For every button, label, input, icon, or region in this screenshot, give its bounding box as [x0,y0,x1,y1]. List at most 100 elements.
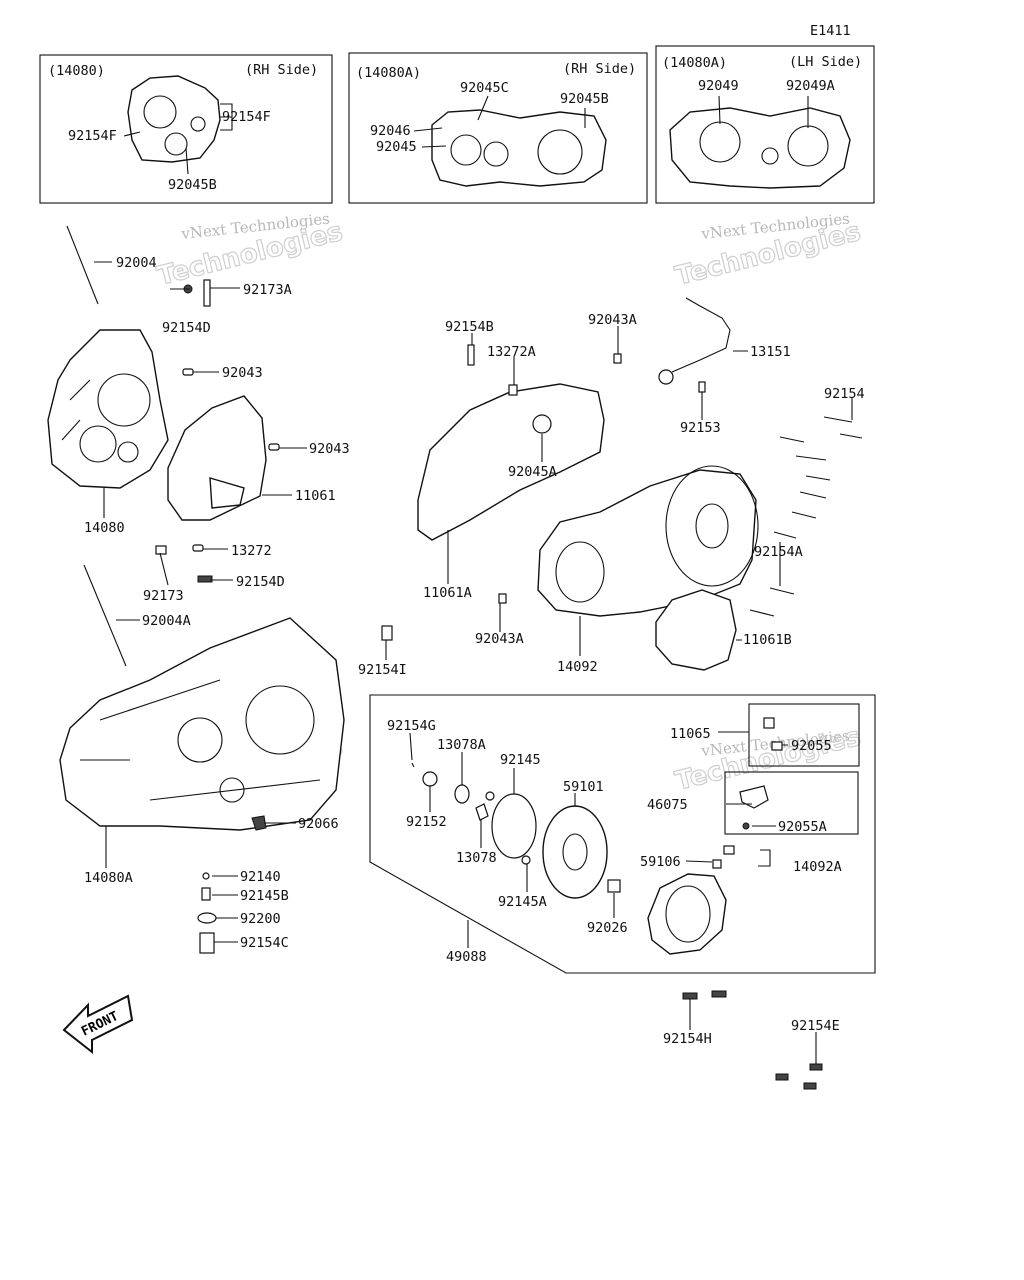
part-label-14080: 14080 [84,520,125,536]
part-label-92154I: 92154I [358,662,407,678]
kit-49088-box [369,694,876,974]
gasket-11061B [655,589,737,671]
part-label-92154C: 92154C [240,935,289,951]
part-label-92045A: 92045A [508,464,557,480]
part-label-14092: 14092 [557,659,598,675]
part-label-92043: 92043 [222,365,263,381]
part-label-59101: 59101 [563,779,604,795]
inset-code: (14080) [48,63,105,79]
inset-label: 92049A [786,78,835,94]
part-92154C [199,932,215,954]
inset-14080A-rh: (14080A) (RH Side) 92045C 92045B 92046 9… [348,52,648,204]
crankcase-14080A [59,617,345,831]
kit-46075-box [724,771,859,835]
part-label-92154D: 92154D [236,574,285,590]
part-92043 [182,368,194,376]
kit-11065-box [748,703,860,767]
part-label-92152: 92152 [406,814,447,830]
part-92154D [197,575,213,583]
part-label-46075: 46075 [647,797,688,813]
part-92173A [203,279,211,307]
part-13272 [192,544,204,552]
inset-label: 92045B [168,177,217,193]
part-92045A [532,414,552,434]
part-92055 [771,741,783,751]
inset-side: (RH Side) [563,61,636,77]
diagram-code: E1411 [810,23,851,39]
part-label-92153: 92153 [680,420,721,436]
part-label-92173: 92173 [143,588,184,604]
part-label-92145A: 92145A [498,894,547,910]
part-label-92145B: 92145B [240,888,289,904]
part-label-92004A: 92004A [142,613,191,629]
inset-label: 92045 [376,139,417,155]
inset-side: (RH Side) [245,62,318,78]
crankcase-a-lh-illustration [669,107,851,189]
part-label-11061: 11061 [295,488,336,504]
part-92154B [467,344,475,366]
part-label-13272A: 13272A [487,344,536,360]
part-92154H [711,990,727,998]
part-92153 [698,381,706,393]
crankcase-14080 [47,329,169,489]
inset-code: (14080A) [662,55,727,71]
part-92200 [197,912,217,924]
part-label-92154H: 92154H [663,1031,712,1047]
part-label-92200: 92200 [240,911,281,927]
part-14092A-clip [723,845,735,855]
part-label-11065: 11065 [670,726,711,742]
part-label-92043A: 92043A [588,312,637,328]
part-13078 [475,803,489,821]
part-label-13078A: 13078A [437,737,486,753]
inset-14080-rh: (14080) (RH Side) 92154F 92154F 92045B [39,54,333,204]
inset-label: 92046 [370,123,411,139]
part-label-92173A: 92173A [243,282,292,298]
part-46075 [739,785,769,809]
part-92154E [775,1073,789,1081]
part-92026 [607,879,621,893]
part-92043A [613,353,622,364]
part-92145 [491,793,537,859]
part-label-92043A: 92043A [475,631,524,647]
part-label-14080A: 14080A [84,870,133,886]
leader-lines [94,261,853,1064]
part-label-92055: 92055 [791,738,832,754]
front-arrow: FRONT [62,994,134,1055]
part-label-14092A: 14092A [793,859,842,875]
part-92066 [251,815,267,831]
stud-92004 [66,225,99,305]
part-92154G [411,762,415,768]
part-92173 [155,545,167,555]
part-label-92154G: 92154G [387,718,436,734]
part-59106 [712,859,722,869]
sensor-13151-wire [671,297,731,373]
part-13078A [454,784,470,804]
inset-14080A-lh: (14080A) (LH Side) 92049 92049A [655,45,875,204]
part-92145A [521,855,531,865]
pulley-59101 [542,805,608,899]
stud-92004A [83,564,127,667]
part-label-13078: 13078 [456,850,497,866]
part-92145-spring [485,791,495,801]
part-13272A [508,384,518,396]
part-label-92154E: 92154E [791,1018,840,1034]
part-11065 [763,717,775,729]
part-92154I [381,625,393,641]
cover-11061-tab [209,477,245,509]
part-92154H [682,992,698,1000]
inset-side: (LH Side) [789,54,862,70]
part-92152 [422,771,438,787]
crankcase-14080A-group [59,564,345,831]
part-label-92066: 92066 [298,816,339,832]
sensor-13151 [658,369,674,385]
part-92043A [498,593,507,604]
part-92154E [803,1082,817,1090]
part-label-group: 92004 92173A 92154D 92043 92043 11061 14… [84,255,865,1047]
part-label-13272: 13272 [231,543,272,559]
clutch-cover-14092 [537,469,757,617]
part-label-92043: 92043 [309,441,350,457]
part-92154E [809,1063,823,1071]
part-label-92154D: 92154D [162,320,211,336]
inset-label: 92045B [560,91,609,107]
